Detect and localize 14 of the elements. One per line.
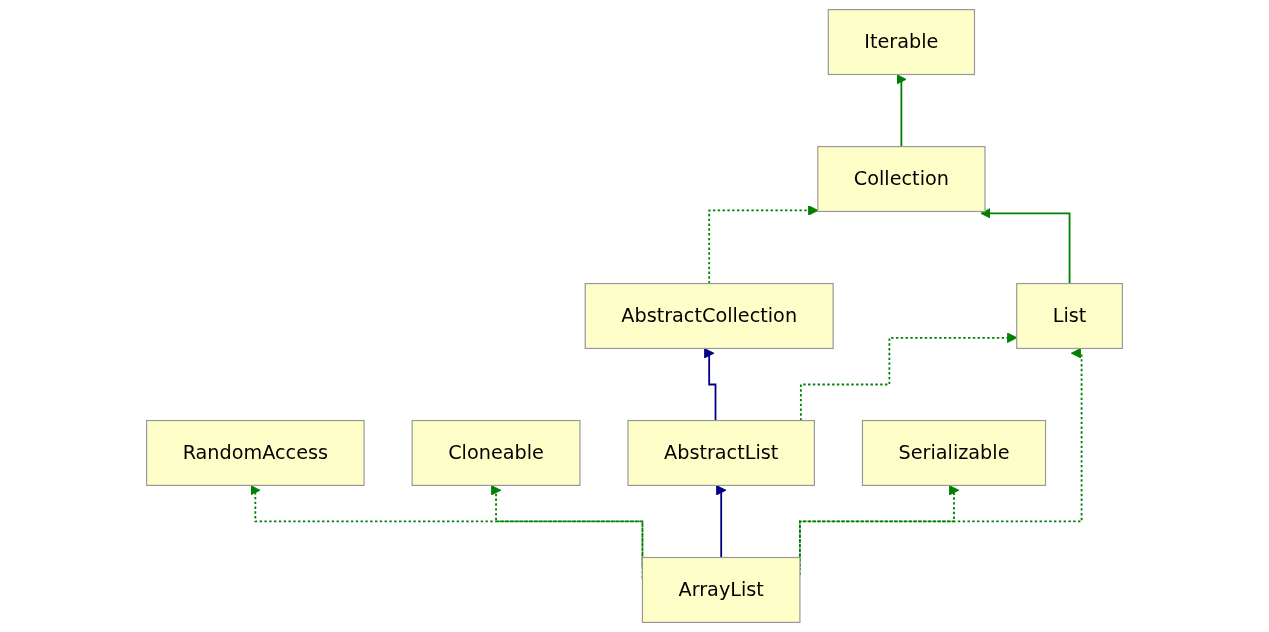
node-box: List	[1016, 282, 1123, 350]
arrow	[896, 74, 907, 148]
arrow	[708, 205, 819, 285]
node-box: AbstractList	[627, 419, 815, 486]
node-box: Iterable	[827, 9, 976, 76]
arrow	[715, 484, 727, 559]
node-box: Cloneable	[411, 419, 581, 486]
node-box: Collection	[817, 146, 986, 213]
arrow	[703, 347, 717, 422]
node-box: RandomAccess	[146, 419, 365, 486]
node-box: Serializable	[861, 419, 1047, 486]
node-box: ArrayList	[641, 556, 801, 623]
node-box: AbstractCollection	[584, 282, 834, 350]
arrow	[980, 208, 1071, 285]
